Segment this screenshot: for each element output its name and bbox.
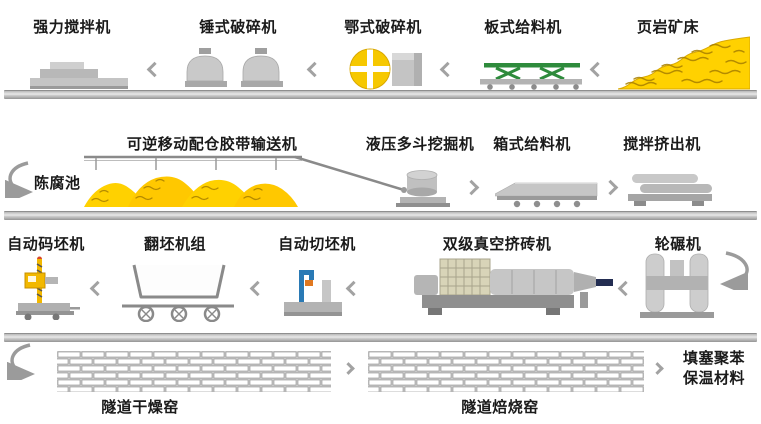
- mixing-extruder-icon: [628, 174, 712, 206]
- mixer-icon: [30, 62, 128, 89]
- label-insulation-note: 填塞聚苯保温材料: [682, 350, 745, 387]
- jaw-crusher-icon: [349, 48, 422, 90]
- flow-arrow-left-icon: [89, 280, 106, 297]
- label-baking-kiln: 隧道焙烧窑: [461, 399, 539, 416]
- box-feeder-icon: [495, 182, 598, 208]
- label-aging-pool: 陈腐池: [34, 175, 81, 192]
- flow-arrow-right-icon: [342, 362, 355, 375]
- flow-arrow-left-icon: [306, 61, 323, 78]
- hammer-crusher-icon: [185, 48, 283, 87]
- wheel-mill-icon: [640, 253, 714, 318]
- separator-bar: [4, 90, 757, 99]
- label-vacuum-brick-machine: 双级真空挤砖机: [442, 236, 552, 253]
- drying-kiln-icon: [57, 351, 331, 392]
- flow-arrow-left-icon: [439, 61, 456, 78]
- label-excavator: 液压多斗挖掘机: [365, 136, 475, 153]
- separator-bar: [4, 211, 757, 220]
- label-cutter: 自动切坯机: [278, 236, 356, 253]
- stacker-icon: [16, 256, 80, 320]
- label-stacker: 自动码坯机: [7, 236, 85, 253]
- label-shale-deposit: 页岩矿床: [636, 19, 700, 36]
- flow-arrow-right-icon: [602, 179, 619, 196]
- cutter-icon: [284, 270, 342, 316]
- curved-arrow-into-row3-icon: [720, 251, 749, 290]
- label-box-feeder: 箱式给料机: [493, 136, 571, 153]
- flow-arrow-left-icon: [589, 61, 606, 78]
- flow-arrow-left-icon: [617, 280, 634, 297]
- label-mixer: 强力搅拌机: [33, 19, 111, 36]
- belt-conveyor-icon: [84, 155, 407, 193]
- vacuum-brick-machine-icon: [414, 258, 613, 315]
- label-mixing-extruder: 搅拌挤出机: [623, 136, 701, 153]
- flow-arrow-left-icon: [249, 280, 266, 297]
- baking-kiln-icon: [368, 351, 644, 392]
- flow-arrow-left-icon: [146, 61, 163, 78]
- label-drying-kiln: 隧道干燥窑: [101, 399, 179, 416]
- label-turner-unit: 翻坯机组: [143, 236, 207, 253]
- label-hammer-crusher: 锤式破碎机: [199, 19, 277, 36]
- label-wheel-mill: 轮碾机: [654, 236, 702, 253]
- flow-arrow-left-icon: [345, 280, 362, 297]
- label-jaw-crusher: 鄂式破碎机: [344, 19, 422, 36]
- plate-feeder-icon: [480, 63, 582, 90]
- curved-arrow-into-row4-icon: [6, 343, 35, 380]
- curved-arrow-into-row2-icon: [4, 161, 33, 198]
- turner-unit-icon: [122, 264, 234, 322]
- label-plate-feeder: 板式给料机: [484, 19, 562, 36]
- flow-arrow-right-icon: [463, 179, 480, 196]
- clay-piles-icon: [84, 176, 298, 207]
- flow-arrow-right-icon: [651, 362, 664, 375]
- shale-deposit-icon: [618, 36, 750, 90]
- separator-bar: [4, 333, 757, 342]
- excavator-icon: [396, 170, 450, 207]
- label-belt-conveyor: 可逆移动配仓胶带输送机: [126, 136, 298, 153]
